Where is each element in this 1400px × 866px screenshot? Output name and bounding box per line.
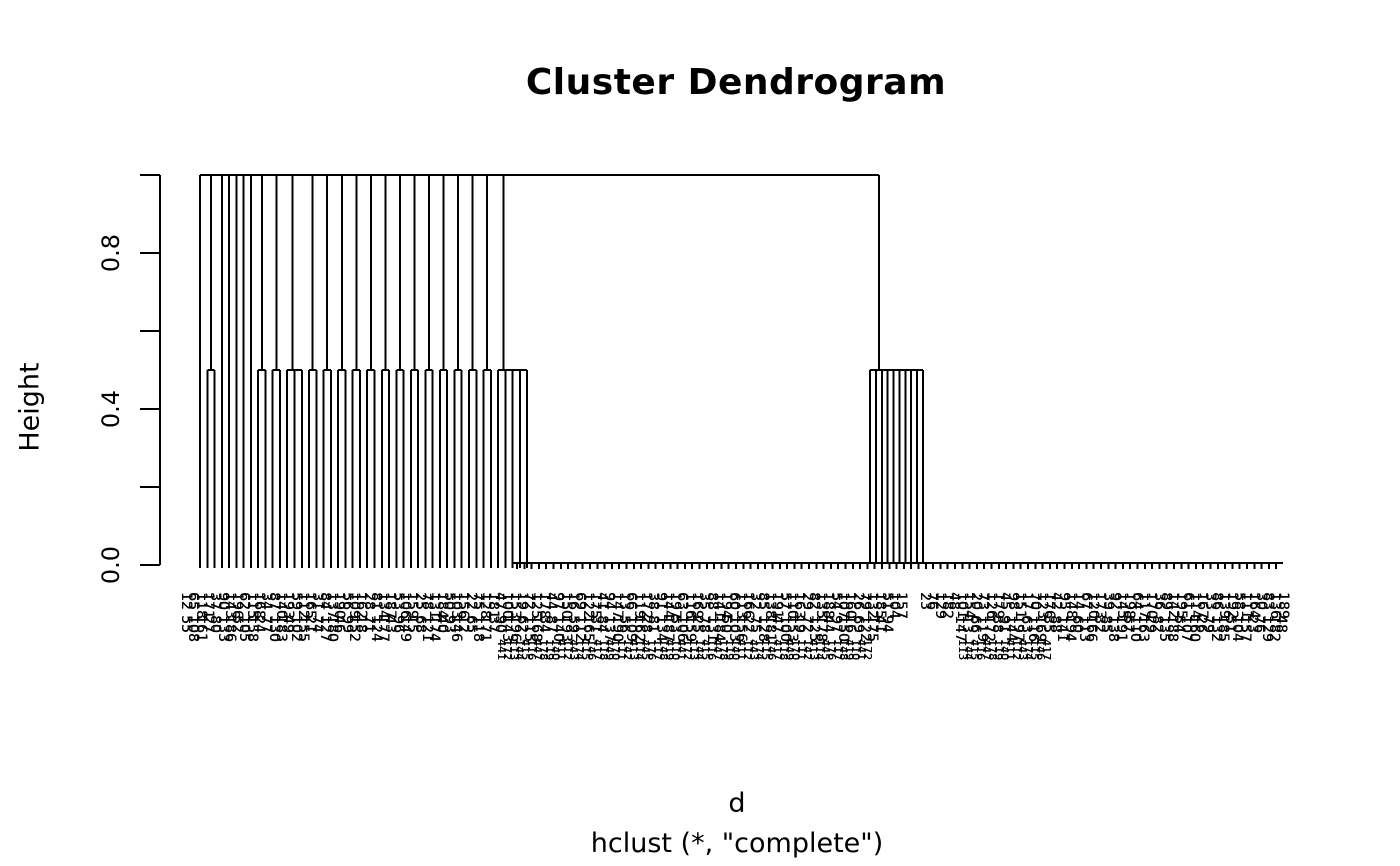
leaf-label: 94 bbox=[878, 615, 895, 633]
chart-title: Cluster Dendrogram bbox=[525, 62, 947, 103]
dendrogram-lines bbox=[140, 174, 1283, 569]
x-axis-label: d bbox=[728, 788, 746, 819]
leaf-label: 417 bbox=[1039, 639, 1053, 660]
leaf-label: 172 bbox=[860, 639, 874, 660]
leaf-label: 157 bbox=[893, 592, 910, 619]
leaf-label: 48 bbox=[1273, 615, 1290, 633]
x-axis-caption: hclust (*, "complete") bbox=[590, 828, 884, 859]
